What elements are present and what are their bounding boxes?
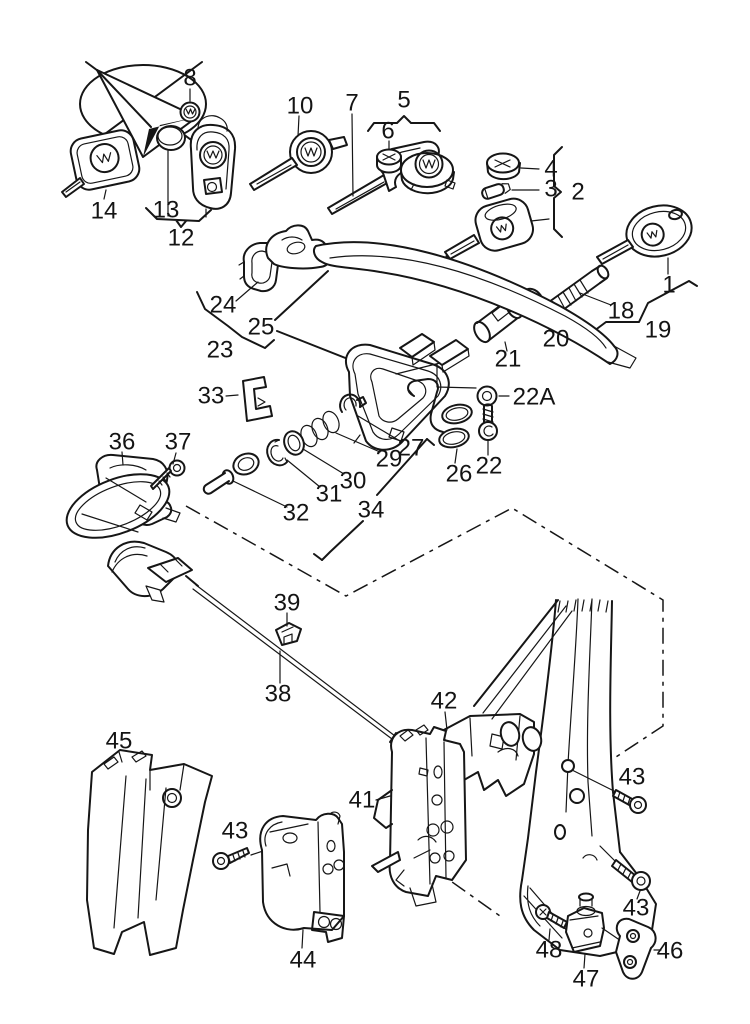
bulb-3: [481, 183, 540, 200]
part-label-13[interactable]: 13: [153, 197, 180, 224]
screw-43-right-lower: [599, 845, 651, 900]
handle-mechanism: [395, 333, 470, 375]
part-label-41[interactable]: 41: [349, 787, 376, 814]
part-label-30[interactable]: 30: [340, 468, 367, 495]
part-label-45[interactable]: 45: [106, 728, 133, 755]
screw-43-left: [212, 842, 288, 870]
part-label-21[interactable]: 21: [495, 346, 522, 373]
washer-22A: [436, 363, 510, 407]
emblem-part-8: [179, 88, 201, 123]
door-frame: [473, 598, 657, 957]
part-label-19[interactable]: 19: [645, 317, 672, 344]
handle-bracket-23: [196, 291, 275, 349]
part-label-37[interactable]: 37: [165, 429, 192, 456]
key-1: [596, 204, 693, 275]
part-label-22[interactable]: 22: [476, 453, 503, 480]
part-label-34[interactable]: 34: [358, 497, 385, 524]
interior-handle-36: [65, 451, 181, 539]
part-label-1[interactable]: 1: [662, 272, 675, 299]
part-label-26[interactable]: 26: [446, 461, 473, 488]
part-label-4[interactable]: 4: [544, 156, 557, 183]
part-label-42[interactable]: 42: [431, 688, 458, 715]
key-head-14: [61, 129, 141, 200]
part-label-22A[interactable]: 22A: [513, 384, 556, 411]
battery-4: [486, 152, 540, 181]
cap-13: [156, 125, 186, 217]
part-label-8[interactable]: 8: [183, 65, 196, 92]
part-label-44[interactable]: 44: [290, 947, 317, 974]
screw-48: [535, 904, 568, 941]
part-label-23[interactable]: 23: [207, 337, 234, 364]
part-label-25[interactable]: 25: [248, 314, 275, 341]
part-label-47[interactable]: 47: [573, 966, 600, 993]
part-label-32[interactable]: 32: [283, 500, 310, 527]
part-label-46[interactable]: 46: [657, 938, 684, 965]
striker-47: [565, 892, 605, 969]
battery-6: [376, 140, 402, 174]
exterior-handle-25: [274, 241, 637, 375]
handle-front-mount: [265, 224, 331, 270]
part-label-6[interactable]: 6: [381, 118, 394, 145]
part-label-27[interactable]: 27: [398, 435, 425, 462]
part-label-3[interactable]: 3: [544, 176, 557, 203]
part-label-43b[interactable]: 43: [619, 764, 646, 791]
part-label-5[interactable]: 5: [397, 87, 410, 114]
door-lock-41: [371, 724, 467, 907]
part-label-24[interactable]: 24: [210, 292, 237, 319]
bracket-34: [313, 438, 435, 561]
part-label-10[interactable]: 10: [287, 93, 314, 120]
key-10: [249, 115, 348, 191]
screw-43-right-upper: [571, 769, 647, 814]
part-label-38[interactable]: 38: [265, 681, 292, 708]
part-label-48[interactable]: 48: [536, 937, 563, 964]
cable-clip-39: [275, 612, 302, 646]
part-label-31[interactable]: 31: [316, 481, 343, 508]
striker-plate-46: [601, 917, 662, 980]
remote-key-12: [145, 115, 237, 228]
cable-38: [192, 584, 427, 763]
door-lock-44: [259, 811, 345, 949]
part-label-2[interactable]: 2: [571, 179, 584, 206]
bracket-19: [593, 280, 698, 332]
key-blank-2: [444, 146, 563, 260]
part-label-7[interactable]: 7: [345, 90, 358, 117]
part-label-18[interactable]: 18: [608, 298, 635, 325]
screw-22: [478, 403, 498, 456]
part-label-29[interactable]: 29: [376, 446, 403, 473]
release-lever: [107, 540, 199, 603]
c-clip-31: [266, 438, 321, 488]
part-label-33[interactable]: 33: [198, 383, 225, 410]
clip-27: [339, 393, 401, 442]
part-label-36[interactable]: 36: [109, 429, 136, 456]
part-label-20[interactable]: 20: [543, 326, 570, 353]
part-label-43c[interactable]: 43: [623, 895, 650, 922]
part-label-12[interactable]: 12: [168, 225, 195, 252]
part-label-39[interactable]: 39: [274, 590, 301, 617]
clip-33: [225, 376, 273, 422]
part-label-43a[interactable]: 43: [222, 818, 249, 845]
mount-bracket-45: [86, 749, 213, 956]
lock-lever-32: [202, 452, 288, 508]
screw-37: [150, 452, 186, 490]
door-outline-dashdot: [185, 505, 664, 917]
ring-30: [283, 430, 345, 475]
part-label-14[interactable]: 14: [91, 198, 118, 225]
transponder-housing-5: [367, 115, 456, 195]
